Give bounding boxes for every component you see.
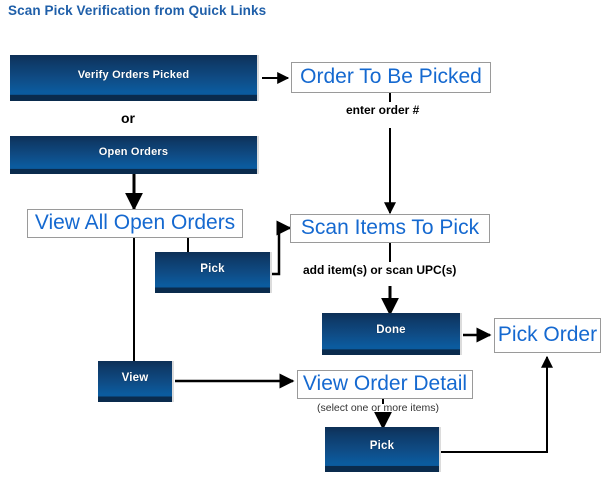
screen-label: Pick Order	[497, 323, 598, 346]
screen-label: View All Open Orders	[34, 211, 236, 234]
screen-scan-items-to-pick[interactable]: Scan Items To Pick	[290, 214, 490, 243]
button-label: Done	[376, 324, 406, 337]
button-label: View	[121, 371, 149, 384]
caption-enter-order-number: enter order #	[346, 103, 420, 117]
caption-or: or	[121, 110, 135, 126]
button-label: Pick	[369, 439, 395, 452]
button-pick-from-list[interactable]: Pick	[155, 252, 272, 293]
edge-pick-to-scan	[272, 220, 292, 276]
screen-view-all-open-orders[interactable]: View All Open Orders	[27, 209, 243, 238]
button-verify-orders-picked[interactable]: Verify Orders Picked	[10, 55, 259, 101]
screen-label: View Order Detail	[302, 372, 468, 395]
button-label: Verify Orders Picked	[77, 68, 190, 81]
button-done[interactable]: Done	[322, 313, 462, 355]
page-title: Scan Pick Verification from Quick Links	[8, 3, 267, 18]
screen-pick-order[interactable]: Pick Order	[494, 318, 601, 353]
screen-view-order-detail[interactable]: View Order Detail	[297, 370, 473, 399]
button-open-orders[interactable]: Open Orders	[10, 136, 259, 174]
button-view[interactable]: View	[98, 361, 174, 402]
button-label: Pick	[200, 262, 225, 275]
caption-select-one-or-more-items: (select one or more items)	[317, 402, 439, 414]
caption-add-items-or-scan-upcs: add item(s) or scan UPC(s)	[303, 263, 457, 277]
screen-order-to-be-picked[interactable]: Order To Be Picked	[291, 62, 491, 93]
button-label: Open Orders	[98, 145, 169, 158]
screen-label: Order To Be Picked	[300, 65, 482, 88]
button-pick-from-detail[interactable]: Pick	[325, 427, 441, 472]
screen-label: Scan Items To Pick	[300, 216, 480, 239]
